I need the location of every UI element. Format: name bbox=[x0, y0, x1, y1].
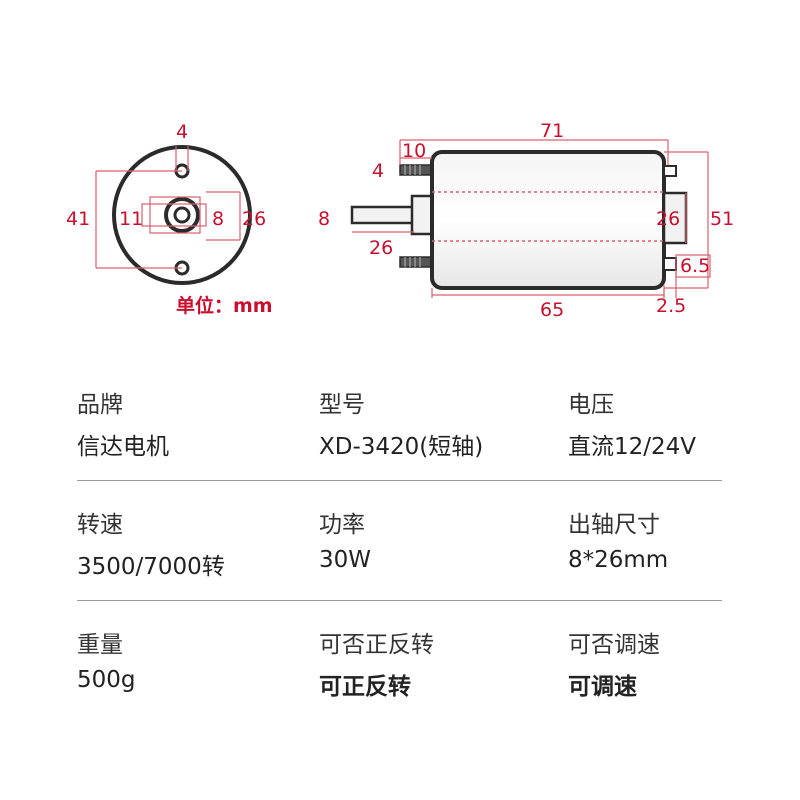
side-dim-end-gap: 2.5 bbox=[656, 295, 686, 317]
front-view: 4 41 11 8 26 单位：mm bbox=[66, 121, 273, 317]
spec-value: 8*26mm bbox=[568, 547, 669, 573]
spec-value: 直流12/24V bbox=[568, 434, 697, 460]
front-dim-inner: 11 bbox=[119, 208, 143, 230]
spec-label: 电压 bbox=[568, 392, 614, 418]
front-dim-boss: 26 bbox=[242, 208, 266, 230]
spec-label: 转速 bbox=[77, 512, 123, 538]
row-divider bbox=[77, 600, 722, 601]
spec-value: XD-3420(短轴) bbox=[319, 434, 484, 460]
spec-value: 500g bbox=[77, 667, 136, 693]
spec-label: 功率 bbox=[319, 512, 365, 538]
side-dim-terminal: 6.5 bbox=[680, 255, 710, 277]
motor-shaft bbox=[350, 205, 416, 225]
side-dim-screw: 4 bbox=[372, 160, 384, 182]
front-dim-height: 41 bbox=[66, 208, 90, 230]
spec-value: 30W bbox=[319, 547, 372, 573]
spec-label: 型号 bbox=[319, 392, 365, 418]
side-dim-total-length: 71 bbox=[540, 120, 564, 142]
unit-label: 单位：mm bbox=[176, 294, 273, 317]
side-dim-diameter: 51 bbox=[710, 208, 734, 230]
side-dim-end-cap: 26 bbox=[656, 208, 680, 230]
spec-label: 可否调速 bbox=[568, 632, 660, 658]
spec-label: 出轴尺寸 bbox=[568, 512, 660, 538]
side-dim-body-length: 65 bbox=[540, 299, 564, 321]
spec-row-2: 转速 3500/7000转 功率 30W 出轴尺寸 8*26mm bbox=[77, 505, 722, 625]
shaft-hole bbox=[173, 206, 191, 224]
motor-can-body bbox=[430, 150, 666, 290]
front-dim-hole: 4 bbox=[176, 121, 188, 143]
front-dim-shaft: 8 bbox=[212, 208, 224, 230]
spec-row-1: 品牌 信达电机 型号 XD-3420(短轴) 电压 直流12/24V bbox=[77, 385, 722, 505]
terminal-bottom bbox=[663, 257, 677, 271]
front-boss bbox=[410, 194, 434, 236]
spec-value: 可调速 bbox=[568, 674, 637, 700]
side-dim-offset: 10 bbox=[402, 140, 426, 162]
row-divider bbox=[77, 480, 722, 481]
side-dim-shaft-dia: 8 bbox=[318, 208, 330, 230]
side-dim-shaft-length: 26 bbox=[369, 237, 393, 259]
spec-value: 信达电机 bbox=[77, 434, 169, 460]
spec-label: 品牌 bbox=[77, 392, 123, 418]
spec-label: 重量 bbox=[77, 632, 123, 658]
motor-dimension-drawing: 4 41 11 8 26 单位：mm bbox=[66, 120, 734, 321]
spec-row-3: 重量 500g 可否正反转 可正反转 可否调速 可调速 bbox=[77, 625, 722, 745]
spec-value: 3500/7000转 bbox=[77, 554, 225, 580]
side-view: 71 10 4 8 26 65 2.5 6.5 26 51 bbox=[318, 120, 734, 321]
spec-table: 品牌 信达电机 型号 XD-3420(短轴) 电压 直流12/24V 转速 35… bbox=[77, 385, 722, 715]
spec-label: 可否正反转 bbox=[319, 632, 434, 658]
terminal-top bbox=[663, 165, 677, 177]
spec-value: 可正反转 bbox=[319, 674, 411, 700]
